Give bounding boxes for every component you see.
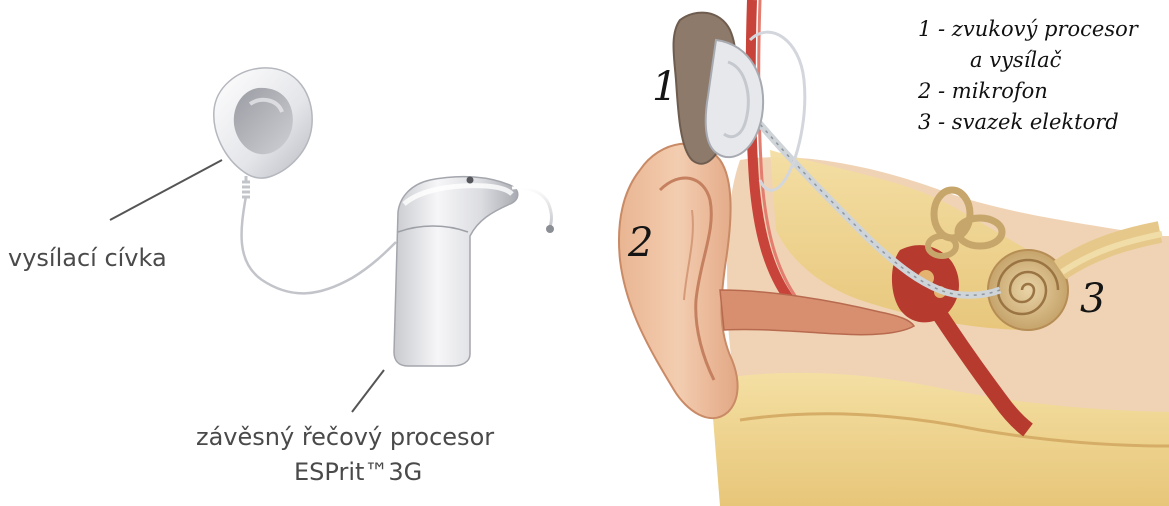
coil-leader-line	[110, 160, 222, 220]
coil-label: vysílací cívka	[8, 244, 167, 272]
outer-ear	[619, 144, 738, 419]
behind-ear-processor	[394, 177, 554, 367]
legend-item-3: 3 - svazek elektord	[918, 107, 1138, 138]
legend-item-2: 2 - mikrofon	[918, 76, 1138, 107]
legend-item-1: 1 - zvukový procesor	[918, 14, 1138, 45]
processor-label-line1: závěsný řečový procesor	[196, 423, 494, 451]
legend: 1 - zvukový procesor a vysílač 2 - mikro…	[918, 14, 1138, 138]
marker-3: 3	[1080, 276, 1105, 322]
coil-cable	[242, 176, 396, 293]
processor-leader-line	[352, 370, 384, 412]
legend-item-1-cont: a vysílač	[918, 45, 1138, 76]
processor-label-line2: ESPrit™3G	[294, 458, 422, 486]
marker-1: 1	[652, 64, 677, 110]
marker-2: 2	[628, 220, 653, 266]
transmitter-coil	[214, 68, 312, 178]
